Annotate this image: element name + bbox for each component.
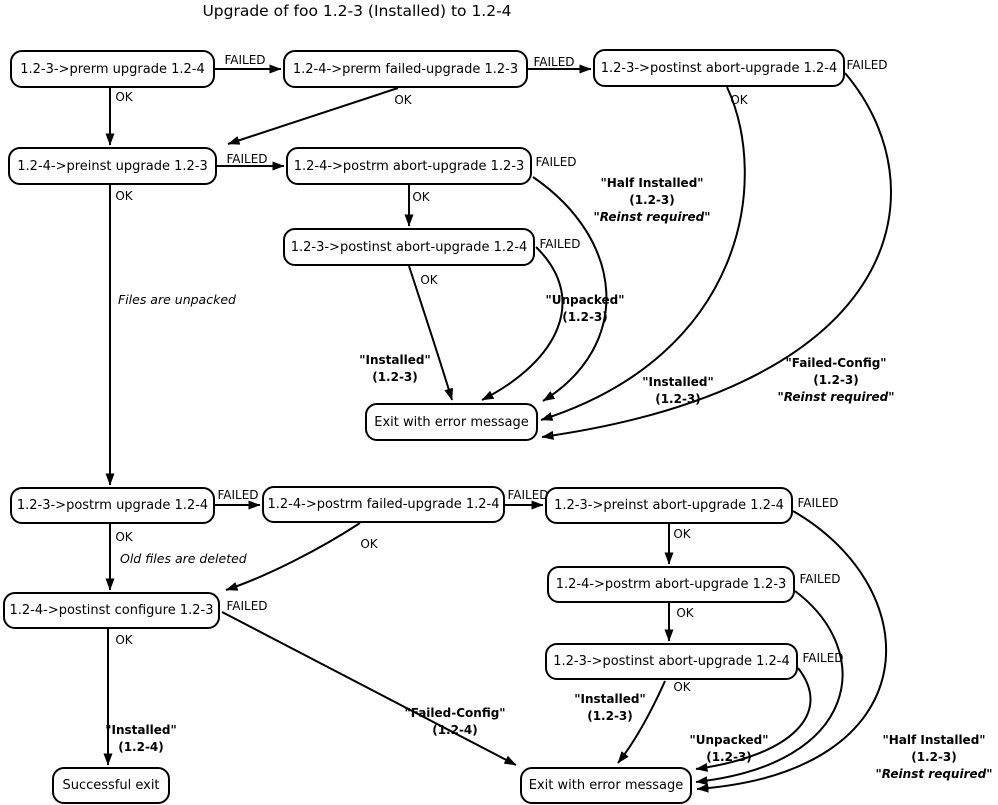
state-failed-config-top: "Failed-Config" (1.2-3) "Reinst required… <box>778 355 895 406</box>
state-line: "Reinst required" <box>875 767 993 781</box>
annotation-old-files-deleted: Old files are deleted <box>120 551 247 566</box>
edge-label-failed: FAILED <box>533 55 575 69</box>
edge-label-ok: OK <box>730 93 748 107</box>
state-unpacked-top: "Unpacked" (1.2-3) <box>546 292 625 326</box>
edge-label-failed: FAILED <box>224 53 266 67</box>
node-postinst-abort-bottom: 1.2-3->postinst abort-upgrade 1.2-4 <box>545 643 798 680</box>
state-half-installed-bottom: "Half Installed" (1.2-3) "Reinst require… <box>876 732 993 783</box>
edge-prerm-failed-upgrade-ok <box>227 87 399 145</box>
state-line: "Half Installed" <box>600 176 704 190</box>
edge-label-failed: FAILED <box>539 237 581 251</box>
state-line: (1.2-3) <box>655 392 701 406</box>
state-line: "Installed" <box>359 353 431 367</box>
edge-postinst-abort-top-failed-arc <box>541 72 892 440</box>
state-installed-mid: "Installed" (1.2-3) <box>642 374 713 408</box>
edge-label-failed: FAILED <box>797 496 839 510</box>
node-postinst-abort-top: 1.2-3->postinst abort-upgrade 1.2-4 <box>593 49 845 87</box>
edge-postinst-abort-top-ok-arc <box>540 86 746 421</box>
edge-postinst-abort-ok-installed <box>408 265 454 401</box>
edge-label-failed: FAILED <box>507 488 549 502</box>
state-line: (1.2-3) <box>629 193 675 207</box>
edge-label-ok: OK <box>115 633 133 647</box>
state-installed-bottom: "Installed" (1.2-3) <box>574 691 645 725</box>
edge-label-failed: FAILED <box>535 155 577 169</box>
state-line: (1.2-3) <box>706 750 752 764</box>
edge-label-failed: FAILED <box>846 58 888 72</box>
edge-postinst-configure-failed <box>221 611 517 766</box>
edge-label-ok: OK <box>115 189 133 203</box>
state-line: "Reinst required" <box>777 390 895 404</box>
state-installed-left: "Installed" (1.2-3) <box>359 352 430 386</box>
edge-label-failed: FAILED <box>802 651 844 665</box>
node-prerm-upgrade: 1.2-3->prerm upgrade 1.2-4 <box>10 50 215 88</box>
node-postrm-failed-upgrade: 1.2-4->postrm failed-upgrade 1.2-4 <box>262 486 505 523</box>
edge-label-ok: OK <box>676 606 694 620</box>
state-line: (1.2-3) <box>587 709 633 723</box>
edge-label-ok: OK <box>673 527 691 541</box>
annotation-files-unpacked: Files are unpacked <box>118 292 236 307</box>
state-line: (1.2-4) <box>432 723 478 737</box>
node-preinst-upgrade: 1.2-4->preinst upgrade 1.2-3 <box>8 147 217 185</box>
edge-postinst-abort-bottom-ok <box>617 680 666 764</box>
node-postrm-upgrade: 1.2-3->postrm upgrade 1.2-4 <box>10 487 215 524</box>
edge-label-ok: OK <box>360 537 378 551</box>
node-preinst-abort: 1.2-3->preinst abort-upgrade 1.2-4 <box>545 487 793 524</box>
edge-preinst-abort-failed-arc <box>696 510 887 793</box>
state-line: "Failed-Config" <box>785 356 887 370</box>
node-postrm-abort-bottom: 1.2-4->postrm abort-upgrade 1.2-3 <box>547 566 795 603</box>
node-postinst-abort-mid: 1.2-3->postinst abort-upgrade 1.2-4 <box>283 228 535 266</box>
state-line: "Installed" <box>574 692 646 706</box>
state-line: (1.2-3) <box>813 373 859 387</box>
edge-label-ok: OK <box>412 190 430 204</box>
state-installed-success: "Installed" (1.2-4) <box>105 722 176 756</box>
edge-label-ok: OK <box>673 680 691 694</box>
edge-label-ok: OK <box>394 93 412 107</box>
state-line: "Installed" <box>642 375 714 389</box>
node-exit-error-top: Exit with error message <box>365 403 538 441</box>
state-line: (1.2-3) <box>372 370 418 384</box>
edge-label-ok: OK <box>420 273 438 287</box>
state-line: "Reinst required" <box>593 210 711 224</box>
state-line: "Failed-Config" <box>404 706 506 720</box>
node-postinst-configure: 1.2-4->postinst configure 1.2-3 <box>3 592 220 629</box>
node-successful-exit: Successful exit <box>52 767 170 804</box>
state-line: "Unpacked" <box>689 733 769 747</box>
node-prerm-failed-upgrade: 1.2-4->prerm failed-upgrade 1.2-3 <box>283 50 528 88</box>
edge-postrm-abort-bottom-failed-arc <box>695 590 844 786</box>
edge-postinst-abort-bottom-failed-arc <box>695 667 812 772</box>
state-line: "Unpacked" <box>545 293 625 307</box>
edge-label-ok: OK <box>115 530 133 544</box>
state-failed-config-bottom: "Failed-Config" (1.2-4) <box>404 705 505 739</box>
edge-label-failed: FAILED <box>799 572 841 586</box>
edge-postrm-failed-upgrade-ok <box>225 522 361 591</box>
state-line: (1.2-3) <box>911 750 957 764</box>
edge-label-failed: FAILED <box>226 152 268 166</box>
page-title: Upgrade of foo 1.2-3 (Installed) to 1.2-… <box>202 2 512 20</box>
state-line: (1.2-3) <box>562 310 608 324</box>
state-line: "Installed" <box>105 723 177 737</box>
state-line: "Half Installed" <box>882 733 986 747</box>
edge-label-ok: OK <box>115 90 133 104</box>
edge-label-failed: FAILED <box>217 488 259 502</box>
state-unpacked-bottom: "Unpacked" (1.2-3) <box>690 732 769 766</box>
edge-postinst-abort-failed-arc <box>481 246 564 401</box>
node-postrm-abort-mid: 1.2-4->postrm abort-upgrade 1.2-3 <box>286 147 532 185</box>
node-exit-error-bottom: Exit with error message <box>520 767 692 804</box>
edge-postrm-abort-failed-arc <box>532 176 608 402</box>
state-line: (1.2-4) <box>118 740 164 754</box>
state-half-installed-top: "Half Installed" (1.2-3) "Reinst require… <box>594 175 711 226</box>
edge-label-failed: FAILED <box>226 599 268 613</box>
